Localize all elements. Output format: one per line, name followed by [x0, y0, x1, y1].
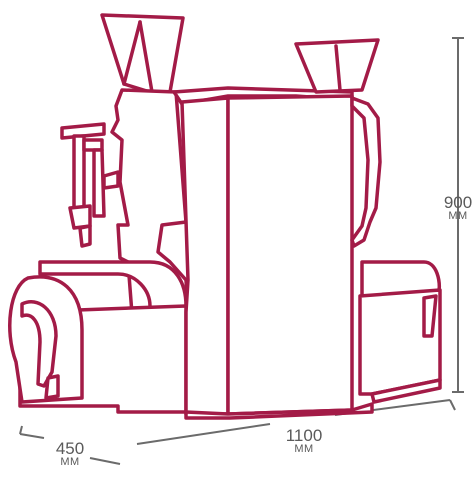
- length-unit: MM: [294, 443, 314, 455]
- base-plinth: [184, 402, 374, 420]
- right-hopper-fold: [334, 44, 342, 92]
- right-rail: [350, 96, 382, 248]
- sampler-bar: [60, 122, 106, 140]
- depth-dimension-label: 450 MM: [42, 440, 98, 468]
- depth-value: 450: [55, 439, 85, 458]
- sampler-valve: [68, 204, 92, 230]
- sampler-stem: [92, 148, 106, 218]
- height-value: 900: [443, 193, 473, 212]
- length-value: 1100: [285, 426, 323, 445]
- roaster-machine: [8, 13, 442, 420]
- left-hopper-fold: [138, 20, 154, 94]
- cabinet-front-panel: [226, 94, 354, 416]
- sampler-tip: [78, 224, 92, 248]
- drum-handle: [44, 374, 60, 400]
- drum-door: [20, 300, 58, 388]
- cooling-bin-foot: [370, 378, 442, 404]
- cabinet-left-panel: [180, 96, 230, 416]
- depth-unit: MM: [60, 456, 80, 468]
- height-unit: MM: [448, 210, 468, 222]
- left-hopper-fold-2: [122, 20, 142, 86]
- length-dimension-label: 1100 MM: [272, 427, 336, 455]
- cooling-bin-leg: [422, 294, 438, 338]
- sampler-link: [102, 170, 120, 190]
- depth-dimension-line: [19, 425, 121, 465]
- height-dimension-line: [452, 37, 464, 393]
- height-dimension-label: 900 MM: [430, 194, 475, 222]
